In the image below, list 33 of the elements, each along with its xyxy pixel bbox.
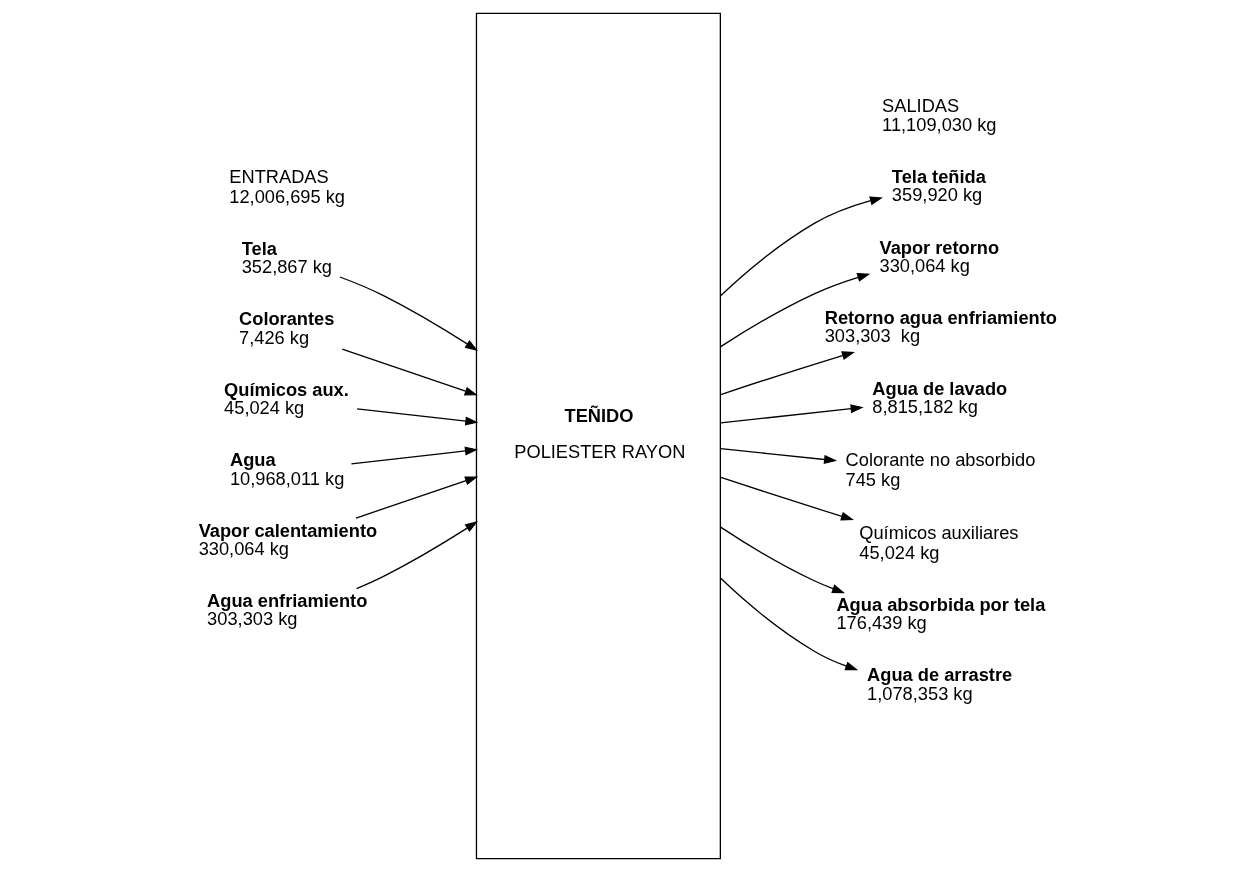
node-text: Agua 10,968,011 kg: [229, 449, 344, 489]
node-text: Colorante no absorbido 745 kg: [845, 449, 1035, 490]
arrow: [338, 276, 478, 351]
label: ENTRADAS: [228, 166, 329, 188]
node-text: Químicos auxiliares 45,024 kg: [858, 522, 1019, 563]
node-text: Retorno agua enfriamiento 303,303 kg: [824, 307, 1057, 347]
arrow: [355, 521, 478, 590]
arrow: [719, 577, 858, 671]
node-box: TEÑIDO POLIESTER RAYON: [475, 12, 721, 860]
arrow: [341, 348, 478, 396]
node-text: Agua enfriamiento 303,303 kg: [206, 590, 367, 630]
label: SALIDAS: [881, 94, 959, 116]
arrow: [719, 196, 883, 297]
arrow: [719, 448, 837, 465]
arrow: [350, 446, 478, 465]
arrow: [719, 526, 845, 594]
arrow: [719, 476, 854, 521]
node-text: Colorantes 7,426 kg: [238, 308, 334, 348]
arrow: [354, 476, 478, 519]
arrow: [719, 273, 870, 348]
arrow: [356, 408, 478, 426]
node-text: Tela 352,867 kg: [241, 237, 332, 278]
node-text: Agua de arrastre 1,078,353 kg: [866, 664, 1012, 704]
node-text: Químicos aux. 45,024 kg: [223, 378, 349, 419]
node-text: Vapor calentamiento 330,064 kg: [198, 519, 377, 559]
label: 11,109,030 kg: [881, 114, 996, 136]
node-text: Tela teñida 359,920 kg: [891, 166, 986, 206]
node-text: Agua absorbida por tela 176,439 kg: [835, 594, 1045, 634]
arrow: [719, 404, 864, 424]
arrow: [719, 351, 855, 396]
node-text: Agua de lavado 8,815,182 kg: [871, 377, 1007, 417]
label: 12,006,695 kg: [228, 185, 345, 207]
node-text: Vapor retorno 330,064 kg: [878, 236, 999, 276]
